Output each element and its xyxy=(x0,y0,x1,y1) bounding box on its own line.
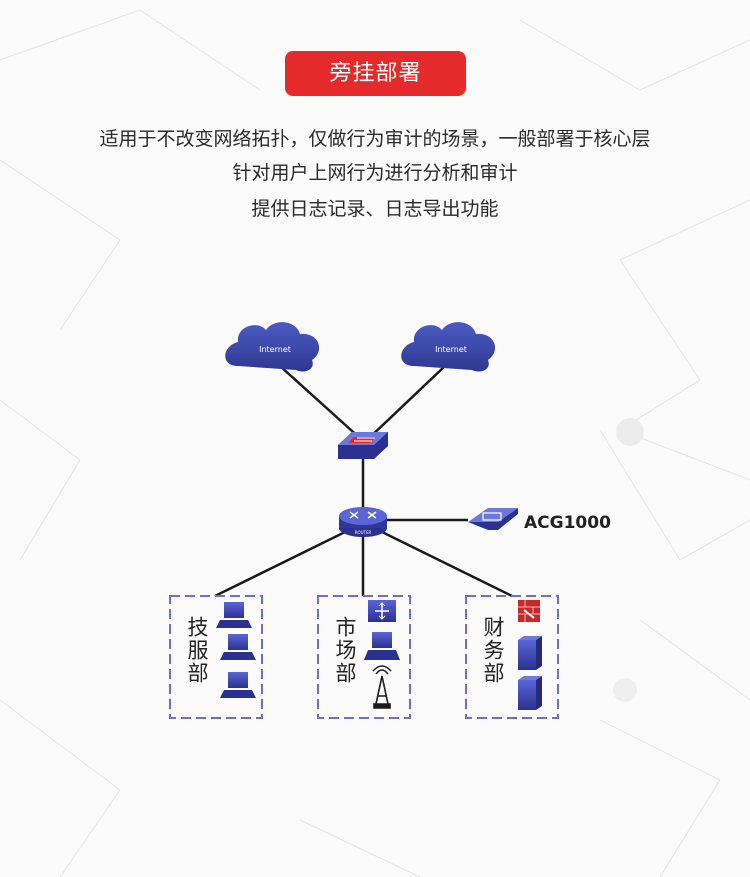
group-box-finance xyxy=(465,595,559,719)
computer-icon xyxy=(364,632,400,660)
router-label: ROUTER xyxy=(355,530,372,535)
group-label-finance: 财务部 xyxy=(481,616,505,685)
connection-lines xyxy=(214,365,513,598)
firewall-switch-icon xyxy=(338,432,388,459)
firewall-icon xyxy=(518,600,540,622)
wireless-antenna-icon xyxy=(372,665,392,709)
cloud-label: Internet xyxy=(259,345,291,354)
group-label-marketing: 市场部 xyxy=(333,616,357,685)
computer-icon xyxy=(216,602,252,628)
acg1000-label: ACG1000 xyxy=(524,513,611,533)
computer-icon xyxy=(220,634,256,660)
acg1000-device-icon xyxy=(468,508,518,530)
description-line-1: 适用于不改变网络拓扑，仅做行为审计的场景，一般部署于核心层 xyxy=(99,128,651,150)
internet-cloud-icon: Internet xyxy=(401,322,496,372)
switch-icon xyxy=(368,600,396,622)
group-box-tech-services xyxy=(169,595,263,719)
page-title: 旁挂部署 xyxy=(285,51,466,96)
internet-cloud-icon: Internet xyxy=(225,322,320,372)
server-icon xyxy=(518,636,542,670)
computer-icon xyxy=(220,672,256,698)
group-box-marketing xyxy=(317,595,411,719)
description-line-3: 提供日志记录、日志导出功能 xyxy=(251,198,499,220)
cloud-label: Internet xyxy=(435,345,467,354)
description-line-2: 针对用户上网行为进行分析和审计 xyxy=(232,162,518,184)
server-icon xyxy=(518,676,542,710)
router-icon: ROUTER xyxy=(339,507,387,537)
group-label-tech-services: 技服部 xyxy=(185,616,209,685)
